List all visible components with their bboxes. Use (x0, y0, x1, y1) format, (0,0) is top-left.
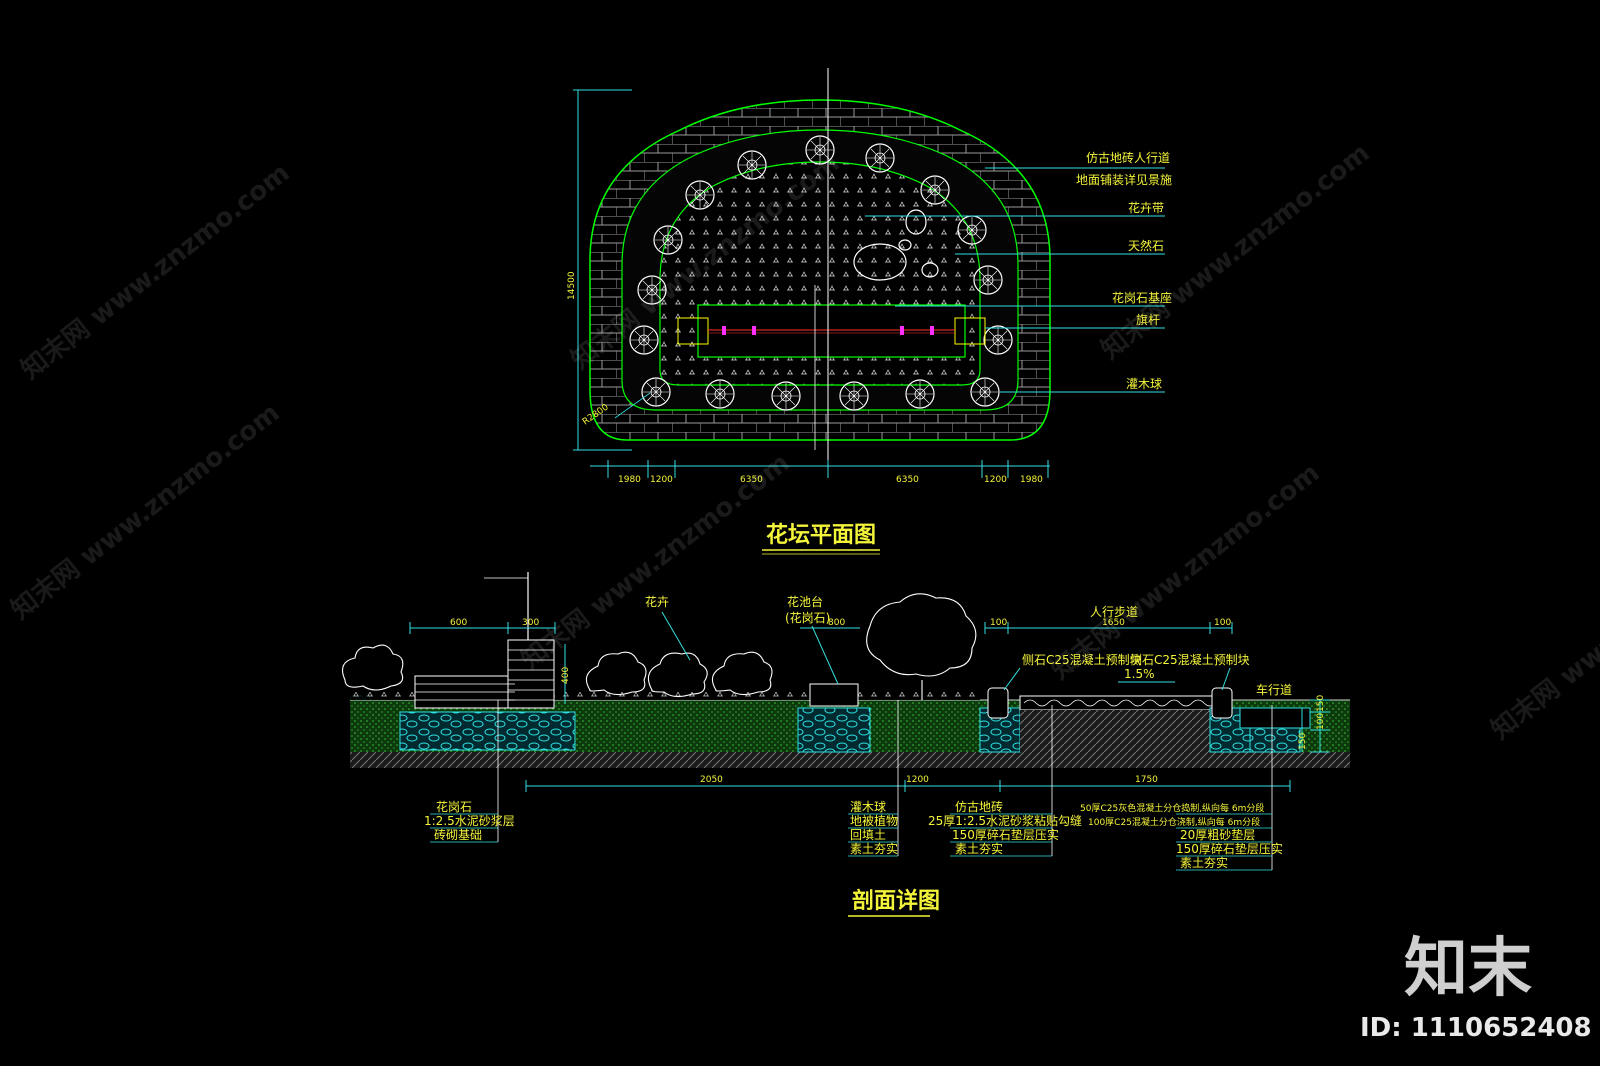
callout-pave-1: 仿古地砖 (955, 799, 1003, 814)
watermark-1: 知末网 www.znzmo.com (16, 158, 296, 386)
section-top-dim-5: 1650 (1102, 618, 1125, 628)
plan-label-shrub-ball: 灌木球 (1126, 377, 1162, 391)
callout-right-4: 150厚碎石垫层压实 (1176, 841, 1283, 856)
callout-pave-2: 25厚1:2.5水泥砂浆粘贴勾缝 (928, 813, 1082, 828)
section-top-dim-6: 100 (1214, 618, 1231, 628)
section-label-slope: 1.5% (1124, 667, 1155, 681)
callout-right-1: 50厚C25灰色混凝土分仓捣制,纵向每 6m分段 (1080, 802, 1264, 814)
section-top-dim-2: 300 (522, 618, 539, 628)
section-bottom-dim-1: 2050 (700, 775, 723, 785)
callout-left-3: 砖砌基础 (434, 827, 482, 842)
plan-view: 14500 R2800 1980 1200 6350 6350 1200 198… (567, 68, 1172, 555)
callout-right-3: 20厚粗砂垫层 (1180, 827, 1255, 842)
plan-dim-1: 1980 (618, 475, 641, 485)
plan-dim-2: 1200 (650, 475, 673, 485)
tree-section (866, 593, 977, 677)
plan-height-dim: 14500 (567, 271, 577, 300)
callout-left-2: 1:2.5水泥砂浆层 (424, 813, 515, 828)
plan-label-granite-base: 花岗石基座 (1112, 290, 1172, 305)
callout-right-2: 100厚C25混凝土分仓浇制,纵向每 6m分段 (1088, 816, 1260, 828)
plan-dim-5: 1200 (984, 475, 1007, 485)
plan-label-paving-walk: 仿古地砖人行道 (1086, 150, 1170, 165)
pool-stone-base-left (399, 711, 576, 751)
section-vert-dim-2: 150 (1316, 695, 1326, 712)
id-label: ID: 1110652408 (1360, 1013, 1592, 1043)
section-view: 600 300 800 100 1650 100 400 150 100 150… (342, 572, 1350, 917)
plan-dim-3: 6350 (740, 475, 763, 485)
watermark-6: 知末网 www.znzmo.com (1046, 458, 1326, 686)
section-title: 剖面详图 (852, 888, 940, 914)
watermark-7: 知末网 www.znzmo.com (1486, 518, 1600, 746)
callout-mid-3: 回填土 (850, 828, 886, 842)
callout-pave-3: 150厚碎石垫层压实 (952, 827, 1059, 842)
section-vert-dim-3: 100 (1316, 713, 1326, 730)
plan-label-flower-belt: 花卉带 (1128, 200, 1164, 215)
plan-dim-6: 1980 (1020, 475, 1043, 485)
plan-dim-4: 6350 (896, 475, 919, 485)
callout-mid-4: 素土夯实 (850, 841, 898, 856)
section-label-flowers: 花卉 (645, 594, 669, 609)
section-label-curb-left: 侧石C25混凝土预制块 (1022, 652, 1142, 667)
shrub-section-1 (342, 644, 404, 691)
plan-label-natural-stone: 天然石 (1128, 238, 1164, 253)
shrub-section-2 (585, 651, 647, 696)
section-label-pool-2: (花岗石) (785, 610, 830, 625)
section-vert-dim-1: 400 (561, 667, 571, 684)
section-vert-dim-4: 150 (1298, 733, 1308, 750)
callout-pave-4: 素土夯实 (955, 841, 1003, 856)
shrub-section-3 (647, 652, 708, 698)
plan-title: 花坛平面图 (766, 522, 876, 548)
callout-mid-2: 地被植物 (850, 813, 898, 828)
callout-mid-1: 灌木球 (850, 800, 886, 814)
granite-column (507, 639, 555, 709)
callout-right-5: 素土夯实 (1180, 855, 1228, 870)
plan-label-paving-note: 地面铺装详见景施 (1076, 172, 1172, 187)
shrub-section-4 (711, 651, 773, 696)
section-top-dim-3: 800 (828, 618, 845, 628)
granite-base (697, 304, 966, 358)
section-label-pool-1: 花池台 (787, 594, 823, 609)
section-bottom-dim-2: 1200 (906, 775, 929, 785)
section-label-sidewalk: 人行步道 (1090, 605, 1138, 619)
section-top-dim-1: 600 (450, 618, 467, 628)
callout-left-1: 花岗石 (436, 799, 472, 814)
section-top-dim-4: 100 (990, 618, 1007, 628)
section-bottom-dim-3: 1750 (1135, 775, 1158, 785)
watermark-4: 知末网 www.znzmo.com (6, 398, 286, 626)
natural-stone (853, 209, 939, 281)
plan-label-flagpole: 旗杆 (1136, 312, 1160, 327)
brand-logo: 知末 (1404, 932, 1532, 1006)
section-label-roadway: 车行道 (1256, 682, 1292, 697)
section-label-curb-right: 侧石C25混凝土预制块 (1130, 652, 1250, 667)
